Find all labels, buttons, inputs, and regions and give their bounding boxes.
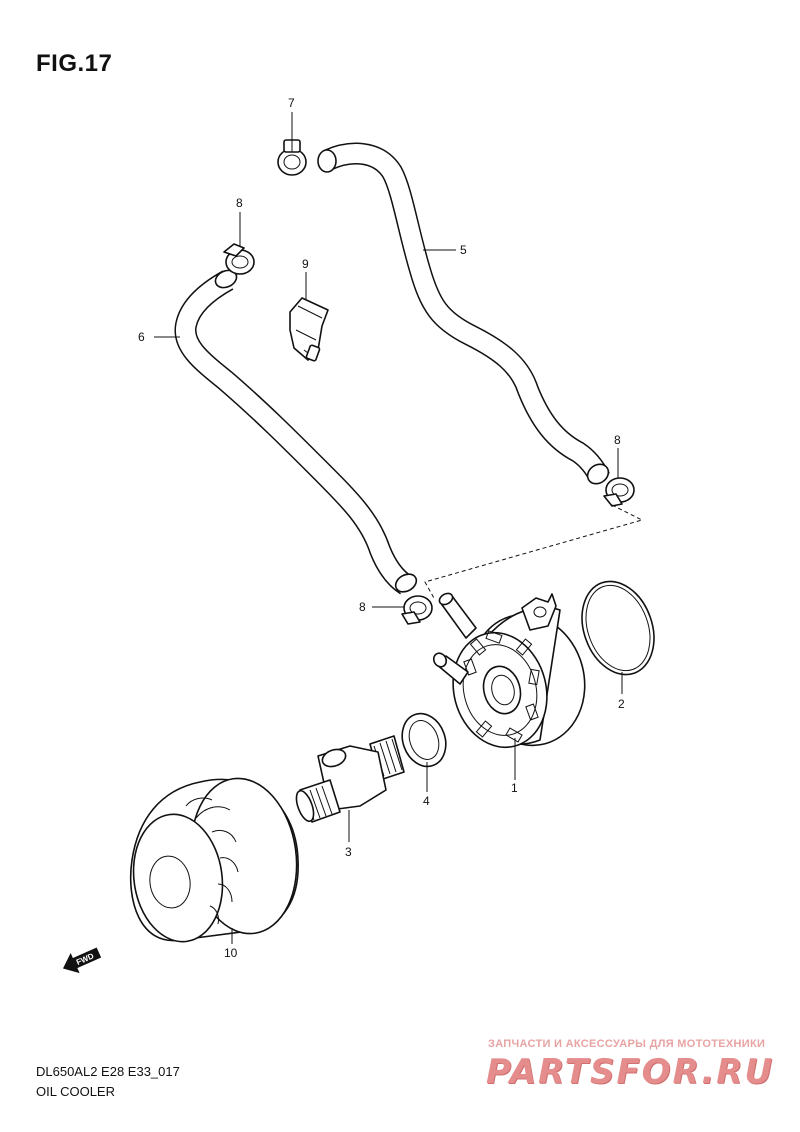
hose-5 [317,142,610,485]
callout-8-upper: 8 [236,196,243,210]
model-code: DL650AL2 E28 E33_017 [36,1064,180,1079]
fwd-direction-badge: FWD [63,947,102,974]
hose-clamp-8-right [603,477,635,507]
o-ring-2 [581,580,655,676]
callout-8-lower: 8 [359,600,366,614]
figure-title: FIG.17 [36,50,113,77]
oil-filter-10 [129,777,299,943]
callout-10: 10 [224,946,238,960]
callout-labels: 7 8 9 6 5 8 8 2 1 4 3 10 [138,96,625,960]
watermark-brand: PARTSFOR.RU [486,1052,775,1092]
callout-5: 5 [460,243,467,257]
callout-1: 1 [511,781,518,795]
callout-6: 6 [138,330,145,344]
fwd-label: FWD [75,951,96,967]
callout-2: 2 [618,697,625,711]
union-bolt-3 [295,735,405,823]
hose-6 [174,269,418,595]
callout-7: 7 [288,96,295,110]
callout-3: 3 [345,845,352,859]
o-ring-4 [401,712,447,768]
leader-lines [154,112,623,944]
watermark-tagline: ЗАПЧАСТИ И АКСЕССУАРЫ ДЛЯ МОТОТЕХНИКИ [488,1038,766,1050]
oil-cooler-1 [432,592,586,749]
callout-4: 4 [423,794,430,808]
routing-guide-line [424,504,644,601]
section-name: OIL COOLER [36,1084,115,1099]
hose-clamp-8-lower [401,595,433,625]
hose-clamp-8-upper [223,243,255,275]
hose-bracket-9 [289,297,329,362]
hose-clamp-7 [277,139,307,176]
callout-8-right: 8 [614,433,621,447]
callout-9: 9 [302,257,309,271]
